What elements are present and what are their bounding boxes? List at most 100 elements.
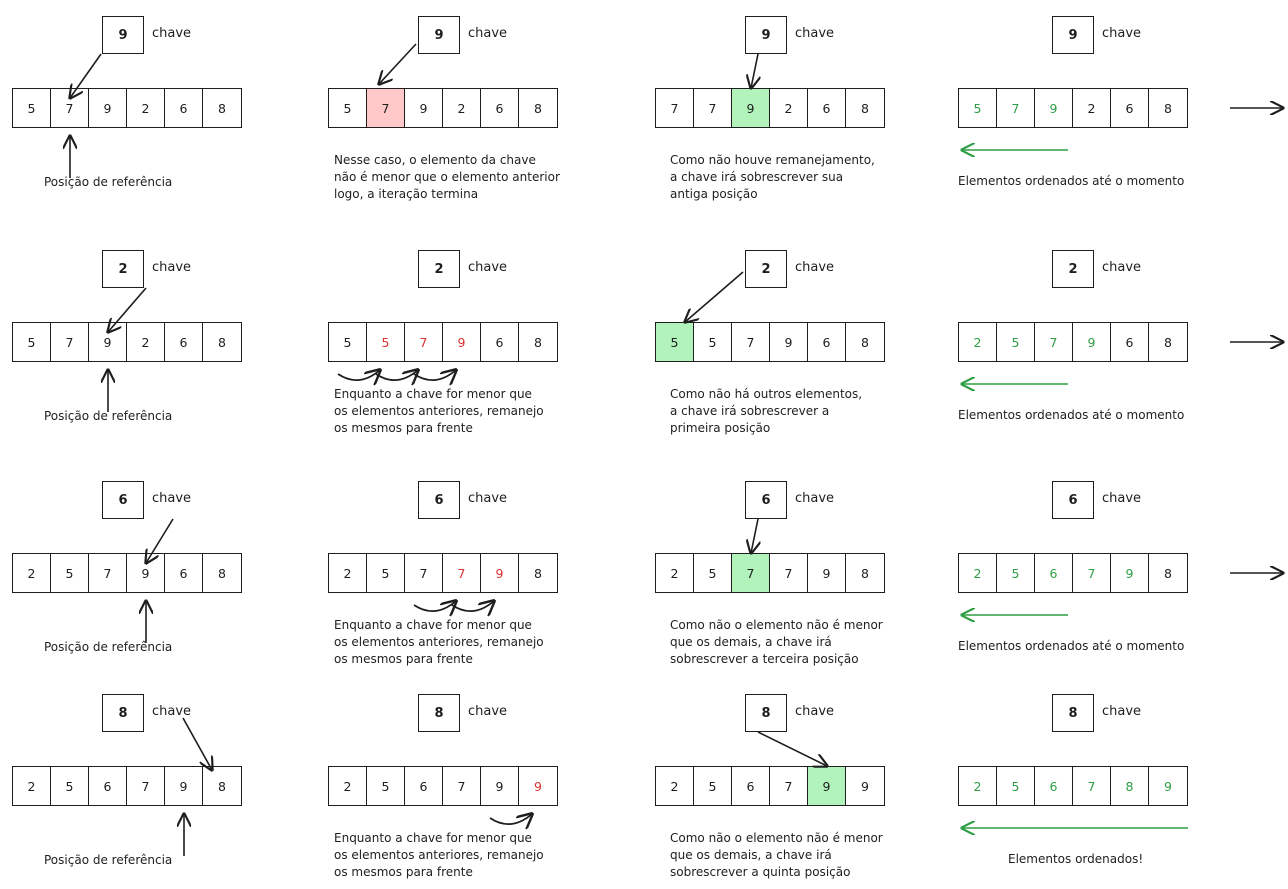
array-cell: 7 [1073, 767, 1111, 805]
note-line: Enquanto a chave for menor que [334, 387, 532, 401]
array-cell: 2 [656, 554, 694, 592]
array-cell: 9 [534, 778, 542, 794]
note-line: logo, a iteração termina [334, 187, 479, 201]
array-cell: 2 [770, 89, 808, 127]
reference-label: Posição de referência [44, 175, 173, 189]
array-cell: 5 [13, 89, 51, 127]
array-cell: 2 [959, 767, 997, 805]
shift-arrow [413, 601, 456, 611]
key-label: chave [795, 491, 835, 506]
note-line: Nesse caso, o elemento da chave [334, 153, 536, 167]
shift-arrow [413, 370, 456, 380]
note-line: os mesmos para frente [334, 865, 473, 879]
array-cell: 2 [656, 767, 694, 805]
array-cell: 6 [1111, 89, 1149, 127]
array-cell: 9 [481, 767, 519, 805]
array-cell: 7 [443, 767, 481, 805]
array-cell: 6 [481, 89, 519, 127]
key-box: 6 [1052, 481, 1094, 519]
explanation-note: Como não há outros elementos,a chave irá… [670, 386, 862, 437]
array-cell: 5 [997, 323, 1035, 361]
array-cell: 8 [534, 100, 542, 116]
array-cell: 5 [694, 323, 732, 361]
array-cell: 7 [443, 554, 481, 592]
array-cell: 9 [861, 778, 869, 794]
array-cell: 7 [51, 89, 89, 127]
array-cell: 5 [997, 767, 1035, 805]
sorted-label: Elementos ordenados até o momento [958, 174, 1185, 188]
array-cell: 6 [89, 767, 127, 805]
key-arrow [379, 43, 417, 84]
note-line: a chave irá sobrescrever sua [670, 170, 844, 184]
array-cell: 2 [13, 554, 51, 592]
key-box: 6 [745, 481, 787, 519]
array-cell: 5 [997, 554, 1035, 592]
array-cell: 9 [808, 767, 846, 805]
array-cell: 5 [959, 89, 997, 127]
key-label: chave [1102, 491, 1142, 506]
note-line: os mesmos para frente [334, 421, 473, 435]
array-cell: 9 [89, 323, 127, 361]
array-cell: 8 [1164, 100, 1172, 116]
key-label: chave [152, 26, 192, 41]
array-cell: 8 [534, 565, 542, 581]
array-cell: 2 [443, 89, 481, 127]
array-cell: 5 [13, 323, 51, 361]
array-cell: 9 [1073, 323, 1111, 361]
note-line: sobrescrever a terceira posição [670, 652, 859, 666]
note-line: antiga posição [670, 187, 758, 201]
explanation-note: Enquanto a chave for menor que os element… [334, 386, 544, 437]
array-cell: 6 [481, 323, 519, 361]
reference-label: Posição de referência [44, 640, 173, 654]
note-line: os elementos anteriores, remanejo [334, 404, 544, 418]
key-box: 8 [418, 694, 460, 732]
array-cell: 6 [1111, 323, 1149, 361]
note-line: Enquanto a chave for menor que [334, 831, 532, 845]
array-cell: 6 [165, 89, 203, 127]
note-line: Como não há outros elementos, [670, 387, 863, 401]
array-cell: 6 [808, 323, 846, 361]
key-box: 8 [102, 694, 144, 732]
note-line: Enquanto a chave for menor que [334, 618, 532, 632]
array-cell: 6 [732, 767, 770, 805]
array-cell: 2 [127, 323, 165, 361]
array-cell: 2 [13, 767, 51, 805]
key-label: chave [795, 26, 835, 41]
array-cell: 8 [861, 334, 869, 350]
array-cell: 9 [481, 554, 519, 592]
array-cell: 8 [861, 100, 869, 116]
note-line: que os demais, a chave irá [670, 848, 832, 862]
array-cell: 7 [405, 323, 443, 361]
key-arrow [182, 717, 212, 770]
array-cell: 8 [1164, 334, 1172, 350]
key-label: chave [1102, 260, 1142, 275]
array-cell: 6 [165, 323, 203, 361]
key-label: chave [468, 260, 508, 275]
array-cell: 2 [959, 554, 997, 592]
note-line: Como não o elemento não é menor [670, 618, 883, 632]
array-cell: 7 [770, 767, 808, 805]
key-arrow [757, 731, 827, 766]
key-box: 2 [418, 250, 460, 288]
reference-label: Posição de referência [44, 853, 173, 867]
key-box: 9 [102, 16, 144, 54]
array-cell: 7 [770, 554, 808, 592]
key-box: 9 [418, 16, 460, 54]
note-line: os elementos anteriores, remanejo [334, 848, 544, 862]
note-line: Como não houve remanejamento, [670, 153, 875, 167]
shift-arrow [337, 370, 380, 380]
key-box: 9 [745, 16, 787, 54]
array-cell: 5 [656, 323, 694, 361]
key-box: 8 [1052, 694, 1094, 732]
shift-arrow [489, 814, 532, 824]
key-label: chave [795, 704, 835, 719]
